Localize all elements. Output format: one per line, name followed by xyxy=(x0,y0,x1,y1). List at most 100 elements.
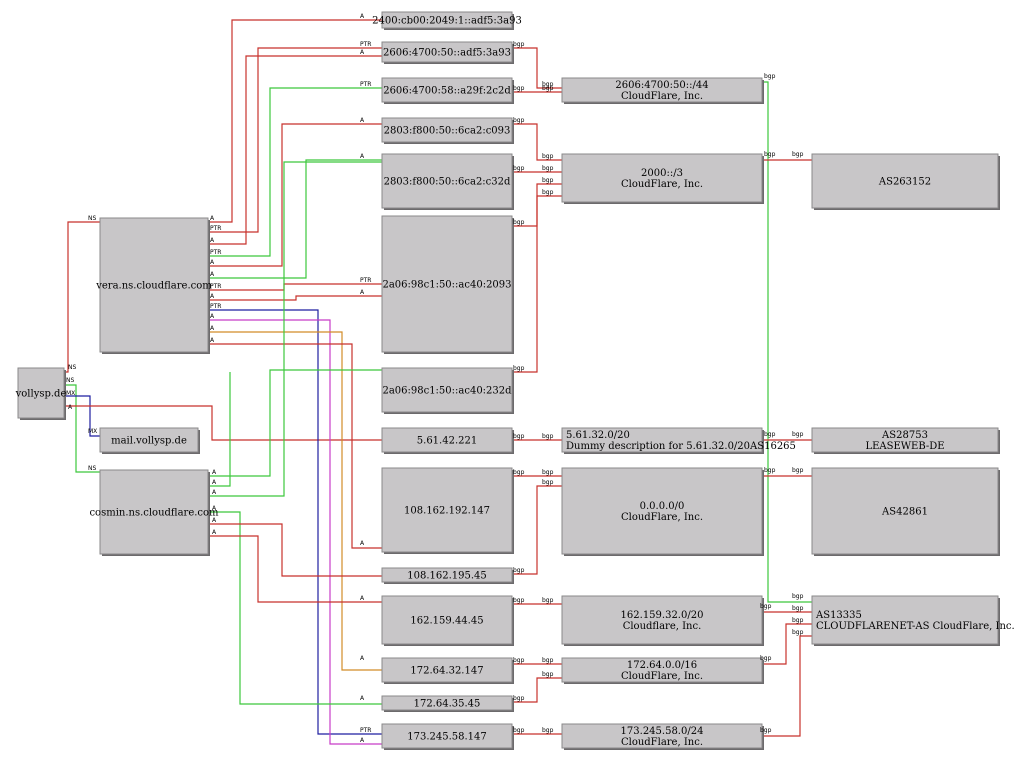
edge-label-ip-pfx-3: bgp xyxy=(513,165,525,172)
node-label: AS263152 xyxy=(878,177,931,188)
node-ip-108-192[interactable]: 108.162.192.147 xyxy=(381,467,514,554)
edge-cosmin-2a06b xyxy=(208,369,382,477)
node-ns-cosmin[interactable]: cosmin.ns.cloudflare.com xyxy=(89,469,219,556)
node-ip-2606-a[interactable]: 2606:4700:50::adf5:3a93 xyxy=(381,41,514,64)
edge-cosmin-2a06b-2 xyxy=(208,372,231,487)
edge-label-vera-in-1: PTR xyxy=(360,41,371,48)
edge-label-vera-a-172: A xyxy=(210,325,215,332)
edge-label-vera-in-0: A xyxy=(360,13,365,20)
edge-vera-out-3 xyxy=(208,87,382,257)
edge-label-mx-2: MX xyxy=(88,428,97,435)
edge-vera-out-7 xyxy=(208,295,382,301)
edge-label-as-in-1: bgp xyxy=(792,431,804,438)
node-box xyxy=(561,427,763,453)
node-as-42861[interactable]: AS42861 xyxy=(811,467,1000,556)
edge-label-vera-in-4: A xyxy=(360,117,365,124)
node-ip-5-61[interactable]: 5.61.42.221 xyxy=(381,427,514,454)
node-box xyxy=(381,467,513,553)
node-ip-2803-b[interactable]: 2803:f800:50::6ca2:c32d xyxy=(381,153,514,210)
node-ip-2803-a[interactable]: 2803:f800:50::6ca2:c093 xyxy=(381,117,514,144)
node-ip-2a06-b[interactable]: 2a06:98c1:50::ac40:232d xyxy=(381,367,514,414)
node-label: 5.61.32.0/20 xyxy=(566,430,630,441)
edge-label-ip-pfx-8: bgp xyxy=(513,567,525,574)
node-label: AS13335 xyxy=(815,610,862,621)
edge-label-pfx-as-3: bgp xyxy=(764,467,776,474)
node-box xyxy=(811,595,999,645)
node-mail[interactable]: mail.vollysp.de xyxy=(99,427,200,454)
node-as-263152[interactable]: AS263152 xyxy=(811,153,1000,210)
edge-label-ip-pfx-1: bgp xyxy=(513,85,525,92)
node-label: CloudFlare, Inc. xyxy=(621,179,703,190)
edge-vera-out-2 xyxy=(208,55,382,245)
edge-vera-out-6 xyxy=(208,283,382,291)
node-box xyxy=(811,427,999,453)
node-box xyxy=(381,215,513,353)
node-box xyxy=(811,153,999,209)
edge-label-ns-3: NS xyxy=(88,465,96,472)
edge-label-pfx-in-6: bgp xyxy=(542,433,554,440)
edge-label-vera-in-3: PTR xyxy=(360,81,371,88)
node-box xyxy=(381,41,513,63)
edge-label-cosmin-6: A xyxy=(212,529,217,536)
node-label: CloudFlare, Inc. xyxy=(621,512,703,523)
node-label: 2803:f800:50::6ca2:c093 xyxy=(384,126,511,137)
node-label: 172.64.0.0/16 xyxy=(627,660,697,671)
edge-label-ip-pfx-10: bgp xyxy=(513,657,525,664)
node-box xyxy=(381,367,513,413)
edge-label-ip-pfx-7: bgp xyxy=(513,469,525,476)
node-box xyxy=(381,595,513,645)
node-ip-173-245[interactable]: 173.245.58.147 xyxy=(381,723,514,750)
edge-label-as-in-4: bgp xyxy=(792,605,804,612)
edge-ip-pfx-8 xyxy=(512,485,562,575)
node-box xyxy=(99,427,199,453)
edge-label-vera-ptr-173: PTR xyxy=(210,303,221,310)
node-ip-2606-b[interactable]: 2606:4700:58::a29f:2c2d xyxy=(381,77,514,104)
node-label: CloudFlare, Inc. xyxy=(621,91,703,102)
edge-label-pfx-in-12: bgp xyxy=(542,727,554,734)
node-box xyxy=(381,427,513,453)
edge-label-as-in-2: bgp xyxy=(792,467,804,474)
node-box xyxy=(561,595,763,645)
edge-label-ns-2: NS xyxy=(66,377,74,384)
edge-label-as-in-3: bgp xyxy=(792,593,804,600)
node-label: 162.159.32.0/20 xyxy=(621,610,704,621)
edge-label-cosmin-5: A xyxy=(212,517,217,524)
node-label: 162.159.44.45 xyxy=(410,616,483,627)
edge-vera-out-5 xyxy=(208,159,382,279)
node-ip-2a06-a[interactable]: 2a06:98c1:50::ac40:2093 xyxy=(381,215,514,354)
node-ip-162-159[interactable]: 162.159.44.45 xyxy=(381,595,514,646)
edge-label-as-in-0: bgp xyxy=(792,151,804,158)
edge-label-pfx-as-2: bgp xyxy=(764,431,776,438)
node-label: 2a06:98c1:50::ac40:2093 xyxy=(382,280,511,291)
node-box xyxy=(381,657,513,683)
edge-label-vera-out-6: PTR xyxy=(210,283,221,290)
node-ip-108-195[interactable]: 108.162.195.45 xyxy=(381,567,514,584)
edge-label-vera-out-2: A xyxy=(210,237,215,244)
node-ip-172-32[interactable]: 172.64.32.147 xyxy=(381,657,514,684)
node-label: 5.61.42.221 xyxy=(417,436,477,447)
node-ip-172-35[interactable]: 172.64.35.45 xyxy=(381,695,514,712)
edge-label-pfx-in-8: bgp xyxy=(542,479,554,486)
node-label: CLOUDFLARENET-AS CloudFlare, Inc. xyxy=(816,621,1015,632)
edge-label-ip-pfx-4: bgp xyxy=(513,219,525,226)
edge-label-pfx-in-10: bgp xyxy=(542,657,554,664)
edge-label-a-domain: A xyxy=(68,404,73,411)
edge-label-pfx-in-0: bgp xyxy=(542,81,554,88)
node-ns-vera[interactable]: vera.ns.cloudflare.com xyxy=(95,217,212,354)
edge-label-pfx-in-3: bgp xyxy=(542,165,554,172)
node-domain[interactable]: vollysp.de xyxy=(15,367,67,420)
edge-label-pfx-in-2: bgp xyxy=(542,153,554,160)
node-ip-2400[interactable]: 2400:cb00:2049:1::adf5:3a93 xyxy=(372,11,522,30)
edge-ip-pfx-5 xyxy=(512,195,562,373)
edge-label-vera-in-5: A xyxy=(360,153,365,160)
